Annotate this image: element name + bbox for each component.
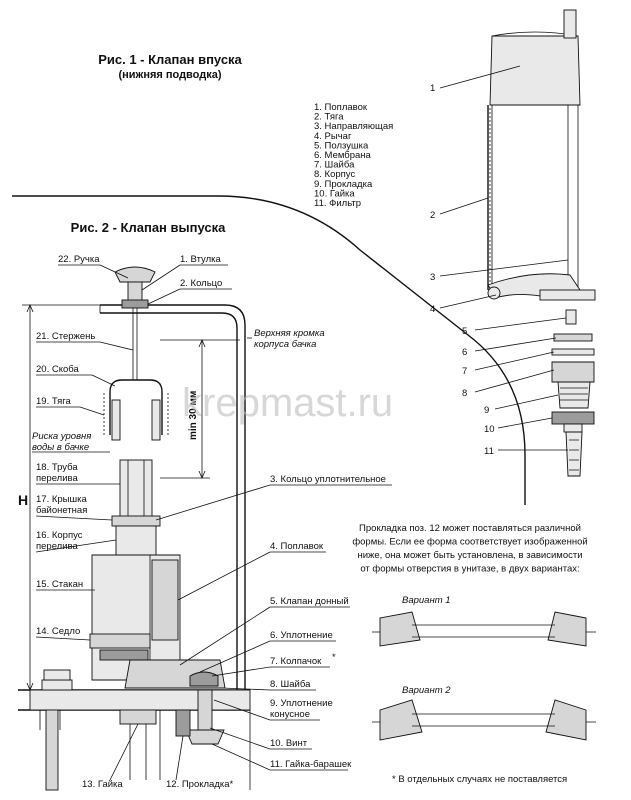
note-line: от формы отверстия в унитазе, в двух вар…	[360, 564, 579, 575]
fig1-callout-2: 2	[430, 210, 435, 221]
legend-item: 3. Направляющая	[314, 121, 393, 132]
legend-item: 2. Тяга	[314, 112, 344, 123]
fig1-callout-1: 1	[430, 83, 435, 94]
label-13: 13. Гайка	[82, 779, 123, 790]
dimension-h: H	[18, 303, 100, 692]
legend-item: 5. Ползушка	[314, 140, 369, 151]
label-8: 8. Шайба	[270, 679, 311, 690]
label-18b: перелива	[36, 473, 78, 484]
fig1-callout-10: 10	[484, 424, 495, 435]
fig1-title: Рис. 1 - Клапан впуска	[98, 52, 242, 67]
label-9a: 9. Уплотнение	[270, 698, 333, 709]
label-5: 5. Клапан донный	[270, 596, 349, 607]
fig1-subtitle: (нижняя подводка)	[118, 69, 221, 81]
note-line: формы. Если ее форма соответствует изобр…	[352, 537, 587, 548]
fig1-callouts: 1 2 3 4 5 6 7 8 9 10 11	[430, 65, 569, 457]
label-2: 2. Кольцо	[180, 278, 222, 289]
fig1-callout-8: 8	[462, 388, 467, 399]
label-20: 20. Скоба	[36, 364, 79, 375]
fig1-callout-6: 6	[462, 347, 467, 358]
legend-item: 10. Гайка	[314, 188, 355, 199]
fig2-right-labels: 1. Втулка 2. Кольцо 3. Кольцо уплотнител…	[141, 254, 392, 771]
watermark: krepmast.ru	[182, 381, 393, 425]
label-22: 22. Ручка	[58, 254, 100, 265]
legend-item: 8. Корпус	[314, 169, 355, 180]
water-mark-note-1: Риска уровня	[32, 431, 91, 442]
label-16b: перелива	[36, 541, 78, 552]
label-7-star: *	[332, 652, 336, 663]
legend-item: 9. Прокладка	[314, 179, 373, 190]
variant-1-label: Вариант 1	[402, 595, 451, 606]
label-4: 4. Поплавок	[270, 541, 324, 552]
gasket-variant-1	[372, 611, 596, 647]
outlet-valve-drawing	[18, 266, 251, 791]
label-6: 6. Уплотнение	[270, 630, 333, 641]
legend-item: 6. Мембрана	[314, 150, 372, 161]
gasket-note: Прокладка поз. 12 может поставляться раз…	[352, 523, 587, 575]
label-21: 21. Стержень	[36, 331, 95, 342]
label-18a: 18. Труба	[36, 462, 78, 473]
label-19: 19. Тяга	[36, 396, 72, 407]
footnote: * В отдельных случаях не поставляется	[392, 774, 567, 785]
fig1-callout-7: 7	[462, 366, 467, 377]
legend-item: 7. Шайба	[314, 160, 355, 171]
legend-item: 1. Поплавок	[314, 102, 368, 113]
label-1: 1. Втулка	[180, 254, 221, 265]
label-17a: 17. Крышка	[36, 494, 87, 505]
fig2-title: Рис. 2 - Клапан выпуска	[71, 220, 226, 235]
label-17b: байонетная	[36, 505, 87, 516]
fig1-callout-9: 9	[484, 405, 489, 416]
water-mark-note-2: воды в бачке	[32, 442, 89, 453]
fig1-callout-11: 11	[484, 446, 494, 457]
tank-rim-note-2: корпуса бачка	[254, 339, 316, 350]
inlet-valve-drawing	[487, 9, 596, 477]
label-16a: 16. Корпус	[36, 530, 83, 541]
label-15: 15. Стакан	[36, 579, 83, 590]
label-10: 10. Винт	[270, 738, 308, 749]
fig1-callout-3: 3	[430, 272, 435, 283]
label-11: 11. Гайка-барашек	[270, 759, 352, 770]
note-line: Прокладка поз. 12 может поставляться раз…	[359, 523, 581, 534]
variant-2-label: Вариант 2	[402, 685, 451, 696]
dimension-min: min 30 мм	[160, 338, 240, 480]
legend-item: 4. Рычаг	[314, 131, 352, 142]
dim-min-label: min 30 мм	[188, 391, 199, 440]
fig2-left-labels: 22. Ручка 21. Стержень 20. Скоба 19. Тяг…	[35, 254, 234, 790]
legend-item: 11. Фильтр	[314, 198, 361, 209]
dim-h-label: H	[18, 492, 28, 508]
note-line: ниже, она может быть установлена, в зави…	[357, 550, 582, 561]
label-14: 14. Седло	[36, 626, 80, 637]
label-3: 3. Кольцо уплотнительное	[270, 474, 386, 485]
gasket-variant-2	[372, 699, 596, 741]
label-9b: конусное	[270, 709, 310, 720]
tank-rim-note-1: Верхняя кромка	[254, 328, 325, 339]
label-7: 7. Колпачок	[270, 656, 322, 667]
section-divider	[12, 195, 526, 505]
label-12: 12. Прокладка*	[166, 779, 234, 790]
fig1-callout-4: 4	[430, 304, 435, 315]
